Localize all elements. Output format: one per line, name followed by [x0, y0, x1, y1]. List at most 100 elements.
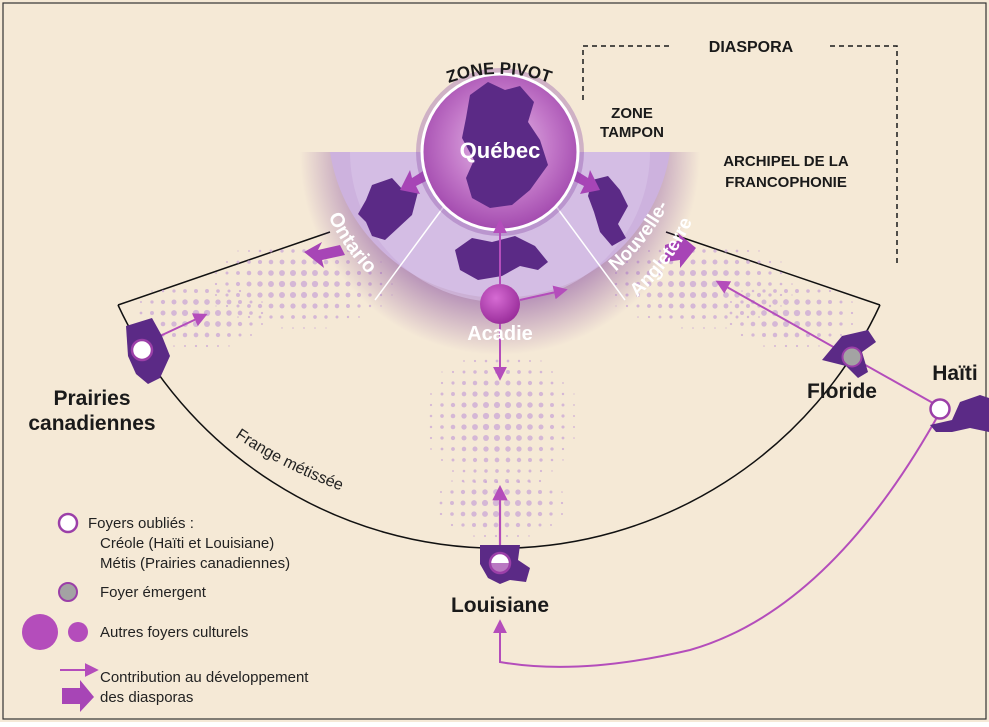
- halftone-dot: [828, 300, 832, 304]
- halftone-dot: [257, 270, 263, 276]
- halftone-dot: [679, 303, 685, 309]
- halftone-dot: [517, 370, 521, 374]
- halftone-dot: [323, 259, 329, 265]
- halftone-dot: [505, 479, 509, 483]
- halftone-dot: [730, 301, 732, 303]
- halftone-dot: [461, 424, 467, 430]
- halftone-dot: [712, 259, 718, 265]
- halftone-dot: [539, 469, 543, 473]
- halftone-dot: [768, 282, 772, 286]
- halftone-dot: [346, 304, 350, 308]
- halftone-dot: [238, 289, 242, 293]
- halftone-dot: [473, 535, 475, 537]
- halftone-dot: [260, 311, 264, 315]
- halftone-dot: [451, 480, 453, 482]
- halftone-dot: [758, 250, 760, 252]
- label-prairies-2: canadiennes: [28, 412, 155, 435]
- halftone-dot: [817, 333, 821, 337]
- halftone-dot: [217, 345, 219, 347]
- halftone-dot: [493, 423, 501, 431]
- halftone-dot: [334, 281, 340, 287]
- diaspora-label-bg: [672, 34, 830, 58]
- halftone-dot: [182, 299, 188, 305]
- halftone-dot: [761, 310, 767, 316]
- halftone-dot: [440, 414, 444, 418]
- legend-forgotten-3: Métis (Prairies canadiennes): [100, 555, 290, 572]
- halftone-dot: [724, 249, 728, 253]
- halftone-dot: [484, 469, 488, 473]
- halftone-dot: [291, 315, 295, 319]
- halftone-dot: [301, 303, 307, 309]
- halftone-dot: [516, 391, 522, 397]
- halftone-dot: [681, 327, 683, 329]
- legend-contribution-2: des diasporas: [100, 689, 193, 706]
- halftone-dot: [204, 332, 210, 338]
- floride-emergent-hearth: [841, 346, 863, 368]
- halftone-dot: [440, 436, 444, 440]
- halftone-dot: [647, 315, 651, 319]
- halftone-dot: [780, 261, 782, 263]
- halftone-dot: [538, 435, 544, 441]
- halftone-dot: [549, 512, 553, 516]
- halftone-dot: [729, 322, 733, 326]
- halftone-dot: [323, 292, 329, 298]
- halftone-dot: [773, 289, 777, 293]
- halftone-dot: [203, 320, 211, 328]
- halftone-dot: [325, 327, 327, 329]
- halftone-dot: [505, 380, 511, 386]
- halftone-dot: [279, 303, 285, 309]
- halftone-dot: [462, 381, 466, 385]
- halftone-dot: [182, 332, 188, 338]
- halftone-dot: [289, 280, 297, 288]
- halftone-dot: [236, 293, 240, 297]
- halftone-dot: [761, 321, 767, 327]
- halftone-dot: [183, 344, 187, 348]
- legend-other: Autres foyers culturels: [100, 624, 248, 641]
- halftone-dot: [779, 282, 783, 286]
- halftone-dot: [280, 315, 284, 319]
- halftone-dot: [461, 413, 467, 419]
- halftone-dot: [827, 321, 833, 327]
- halftone-dot: [746, 315, 750, 319]
- halftone-dot: [538, 424, 544, 430]
- halftone-dot: [784, 289, 788, 293]
- diaspora-arrow-ontario: [304, 242, 345, 268]
- halftone-dot: [257, 281, 263, 287]
- halftone-dot: [472, 380, 478, 386]
- halftone-dot: [657, 303, 663, 309]
- halftone-dot: [816, 299, 822, 305]
- halftone-dot: [740, 311, 744, 315]
- halftone-dot: [746, 304, 750, 308]
- halftone-dot: [311, 280, 319, 288]
- halftone-dot: [734, 281, 740, 287]
- halftone-dot: [701, 259, 707, 265]
- halftone-dot: [227, 333, 231, 337]
- halftone-dot: [679, 270, 685, 276]
- halftone-dot: [472, 391, 478, 397]
- halftone-dot: [503, 510, 511, 518]
- halftone-dot: [472, 402, 478, 408]
- halftone-dot: [784, 344, 788, 348]
- halftone-dot: [657, 292, 663, 298]
- halftone-dot: [249, 311, 253, 315]
- halftone-dot: [504, 522, 510, 528]
- halftone-dot: [734, 259, 740, 265]
- halftone-dot: [772, 321, 778, 327]
- halftone-dot: [527, 435, 533, 441]
- halftone-dot: [763, 345, 765, 347]
- halftone-dot: [483, 457, 489, 463]
- halftone-dot: [493, 522, 499, 528]
- halftone-dot: [678, 280, 686, 288]
- halftone-dot: [793, 309, 801, 317]
- halftone-dot: [538, 391, 544, 397]
- halftone-dot: [772, 332, 778, 338]
- halftone-dot: [289, 291, 297, 299]
- halftone-dot: [461, 479, 465, 483]
- halftone-dot: [561, 513, 563, 515]
- halftone-dot: [702, 315, 706, 319]
- halftone-dot: [450, 435, 456, 441]
- halftone-dot: [247, 304, 251, 308]
- halftone-dot: [171, 299, 177, 305]
- label-archipel-1: ARCHIPEL DE LA: [723, 153, 849, 170]
- haiti-shape: [930, 395, 989, 432]
